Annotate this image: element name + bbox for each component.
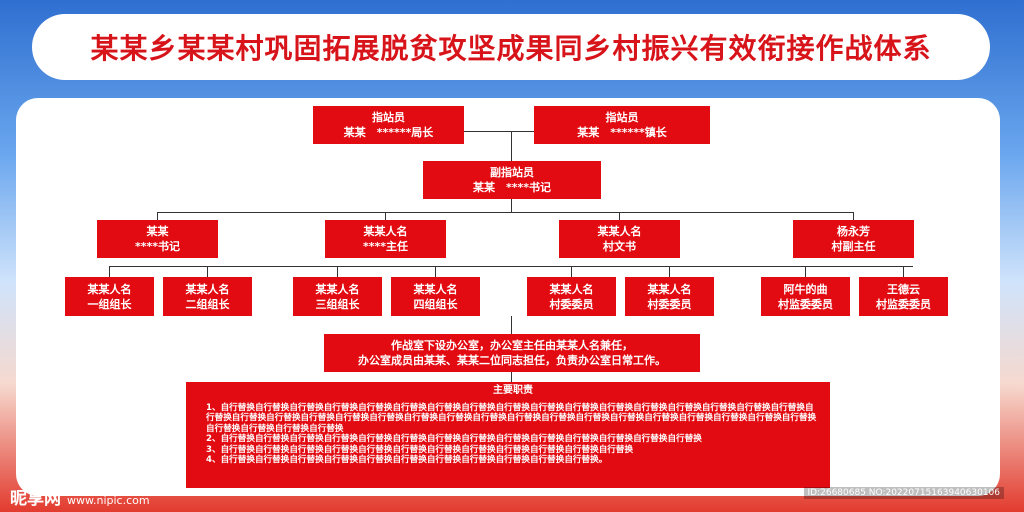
leader-box-4: 杨永芳 村副主任 <box>793 220 914 258</box>
member-box-8: 王德云 村监委委员 <box>859 277 948 316</box>
leader-name: 某某 <box>146 225 169 238</box>
duties-box: 主要职责 1、自行替换自行替换自行替换自行替换自行替换自行替换自行替换自行替换自… <box>186 382 830 488</box>
deputy-title: 副指站员 <box>490 166 534 179</box>
connector <box>903 266 904 277</box>
connector <box>464 131 534 132</box>
duty-item-3: 3、自行替换自行替换自行替换自行替换自行替换自行替换自行替换自行替换自行替换自行… <box>206 444 634 455</box>
member-box-2: 某某人名 二组组长 <box>163 277 252 316</box>
commander-title: 指站员 <box>372 111 405 124</box>
member-role: 村监委委员 <box>876 297 931 311</box>
connector <box>619 212 620 220</box>
duty-item-2: 2、自行替换自行替换自行替换自行替换自行替换自行替换自行替换自行替换自行替换自行… <box>206 434 702 444</box>
member-role: 村监委委员 <box>778 297 833 311</box>
member-box-4: 某某人名 四组组长 <box>391 277 480 316</box>
commander-name: 某某 ******局长 <box>343 126 434 139</box>
leader-role: 村文书 <box>603 240 636 253</box>
watermark-id: ID:26680685 NO:20220715163940630106 <box>803 487 1004 499</box>
commander-title: 指站员 <box>605 111 639 124</box>
member-name: 某某人名 <box>549 282 594 296</box>
commander-box-1: 指站员 某某 ******局长 <box>313 106 464 144</box>
office-line-1: 作战室下设办公室，办公室主任由某某人名兼任， <box>391 339 633 352</box>
member-box-1: 某某人名 一组组长 <box>65 277 154 316</box>
duty-item-1: 1、自行替换自行替换自行替换自行替换自行替换自行替换自行替换自行替换自行替换自行… <box>206 402 817 434</box>
leader-role: ****书记 <box>134 240 180 253</box>
leader-box-2: 某某人名 ****主任 <box>325 220 446 258</box>
connector <box>669 266 670 277</box>
leader-name: 杨永芳 <box>837 225 870 238</box>
connector <box>805 266 806 277</box>
connector <box>511 131 512 161</box>
connector <box>511 372 512 382</box>
leader-name: 某某人名 <box>597 225 642 238</box>
member-name: 某某人名 <box>647 282 692 296</box>
duty-item-4: 4、自行替换自行替换自行替换自行替换自行替换自行替换自行替换自行替换自行替换自行… <box>206 455 608 465</box>
title-banner: 某某乡某某村巩固拓展脱贫攻坚成果同乡村振兴有效衔接作战体系 <box>32 14 990 80</box>
connector <box>207 266 208 277</box>
member-role: 一组组长 <box>87 297 132 311</box>
deputy-commander-box: 副指站员 某某 ****书记 <box>423 161 601 199</box>
leader-name: 某某人名 <box>363 225 408 238</box>
connector <box>337 266 338 277</box>
member-box-7: 阿牛的曲 村监委委员 <box>761 277 850 316</box>
member-role: 村委委员 <box>549 297 594 311</box>
deputy-name: 某某 ****书记 <box>472 181 551 194</box>
member-box-6: 某某人名 村委委员 <box>625 277 714 316</box>
connector <box>109 266 913 267</box>
member-name: 某某人名 <box>413 282 458 296</box>
leader-box-3: 某某人名 村文书 <box>559 220 680 258</box>
leader-role: 村副主任 <box>831 240 876 253</box>
commander-name: 某某 ******镇长 <box>577 126 667 139</box>
member-box-5: 某某人名 村委委员 <box>527 277 616 316</box>
commander-box-2: 指站员 某某 ******镇长 <box>534 106 710 144</box>
leader-box-1: 某某 ****书记 <box>97 220 218 258</box>
member-name: 阿牛的曲 <box>783 282 828 296</box>
connector <box>157 212 158 220</box>
member-role: 三组组长 <box>315 297 360 311</box>
watermark-brand: 昵享网 www.nipic.com <box>10 484 150 509</box>
watermark-url: www.nipic.com <box>67 494 150 507</box>
member-role: 二组组长 <box>185 297 230 311</box>
member-name: 某某人名 <box>87 282 132 296</box>
connector <box>157 212 854 213</box>
connector <box>571 266 572 277</box>
connector <box>435 266 436 277</box>
member-role: 村委委员 <box>647 297 692 311</box>
connector <box>109 266 110 277</box>
connector <box>385 212 386 220</box>
office-box: 作战室下设办公室，办公室主任由某某人名兼任， 办公室成员由某某、某某二位同志担任… <box>324 334 700 372</box>
duties-heading: 主要职责 <box>493 385 533 396</box>
page-title: 某某乡某某村巩固拓展脱贫攻坚成果同乡村振兴有效衔接作战体系 <box>90 32 932 65</box>
member-name: 某某人名 <box>315 282 360 296</box>
member-role: 四组组长 <box>413 297 458 311</box>
leader-role: ****主任 <box>362 240 408 253</box>
member-box-3: 某某人名 三组组长 <box>293 277 382 316</box>
member-name: 某某人名 <box>185 282 230 296</box>
office-line-2: 办公室成员由某某、某某二位同志担任，负责办公室日常工作。 <box>358 354 666 367</box>
connector <box>853 212 854 220</box>
watermark-logo: 昵享网 <box>10 489 61 509</box>
connector <box>511 316 512 334</box>
connector <box>511 199 512 212</box>
member-name: 王德云 <box>887 282 920 296</box>
